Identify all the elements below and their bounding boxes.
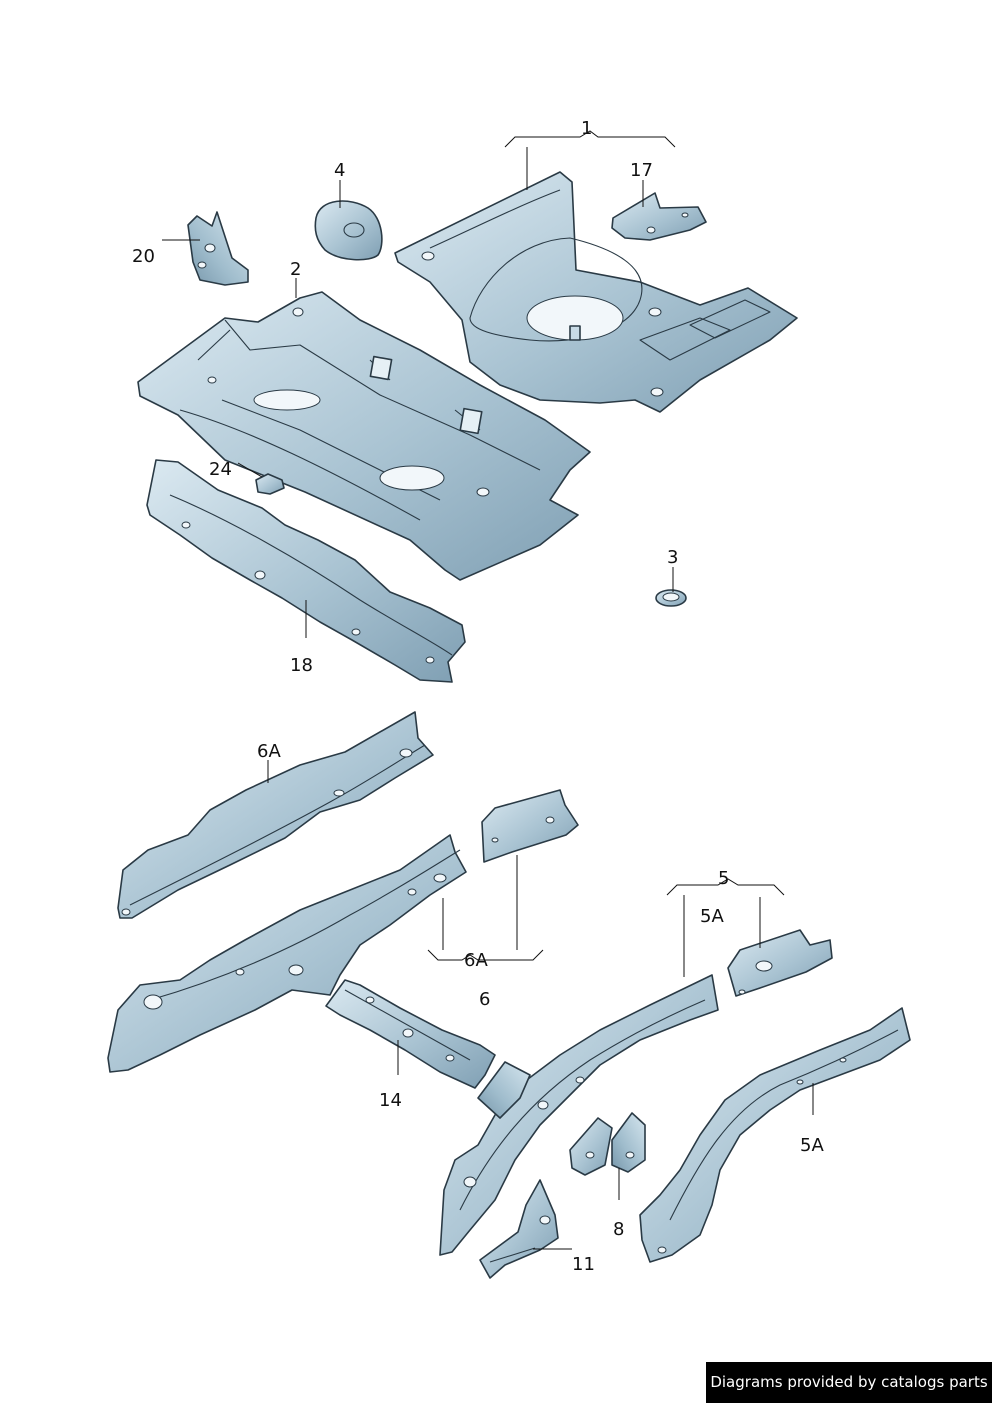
part-20-bracket [187, 211, 249, 286]
leader-lines [162, 130, 814, 1250]
label-6a-top: 6A [257, 741, 281, 762]
credit-banner: Diagrams provided by catalogs parts [706, 1362, 992, 1403]
part-1-rear-floor-pan [394, 171, 798, 413]
label-2: 2 [290, 259, 301, 280]
label-5a-top: 5A [700, 906, 724, 927]
label-20: 20 [132, 246, 155, 267]
label-6: 6 [479, 989, 490, 1010]
part-24-clip [255, 473, 285, 495]
part-17-bracket [611, 192, 707, 241]
label-8: 8 [613, 1219, 624, 1240]
part-5a-small-bracket [727, 929, 833, 997]
part-6a-small-bracket [481, 789, 579, 863]
part-5-longitudinal-member [439, 974, 719, 1256]
label-5a-bottom: 5A [800, 1135, 824, 1156]
label-1: 1 [581, 118, 592, 139]
label-11: 11 [572, 1254, 595, 1275]
label-24: 24 [209, 459, 232, 480]
callout-labels: 1 4 17 20 2 24 3 18 6A 5 5A 6A 6 14 5A 8… [132, 118, 824, 1275]
part-3-grommet [655, 589, 687, 607]
label-5: 5 [718, 868, 729, 889]
part-4-cover-plug [314, 200, 383, 261]
label-17: 17 [630, 160, 653, 181]
part-11-bracket [479, 1179, 559, 1279]
part-18-reinforcement [146, 459, 466, 683]
part-6-front-longitudinal-member [107, 834, 467, 1073]
part-6a-upper-member [117, 711, 434, 919]
part-14-cross-member [325, 979, 496, 1089]
label-4: 4 [334, 160, 345, 181]
part-5a-curved-member [639, 1007, 911, 1263]
part-8-brackets [569, 1112, 646, 1176]
label-3: 3 [667, 547, 678, 568]
label-14: 14 [379, 1090, 402, 1111]
label-6a-mid: 6A [464, 950, 488, 971]
label-18: 18 [290, 655, 313, 676]
